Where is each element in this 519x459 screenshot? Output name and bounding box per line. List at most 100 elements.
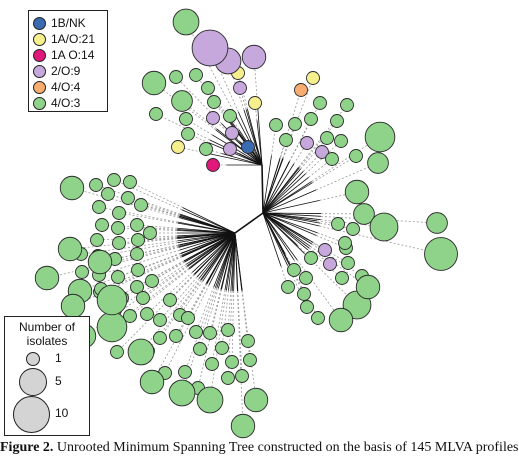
profile-node: [121, 191, 135, 205]
dashed-edge: [233, 121, 240, 130]
dashed-edge: [279, 146, 285, 161]
dashed-edge: [198, 286, 215, 327]
tree-nodes: [34, 8, 458, 439]
dashed-edge: [296, 259, 335, 311]
spoke-edge: [180, 213, 236, 234]
dashed-edge: [254, 68, 259, 108]
profile-node: [279, 133, 293, 147]
dashed-edge: [293, 148, 304, 165]
dashed-edge: [305, 145, 337, 174]
dashed-edge: [216, 64, 239, 113]
dashed-edge: [282, 129, 294, 159]
spoke-edge: [198, 232, 236, 279]
dashed-edge: [231, 290, 235, 356]
profile-node: [189, 68, 203, 82]
spoke-edge: [262, 212, 320, 227]
size-legend-title: Number of isolates: [5, 320, 89, 348]
spoke-edge: [262, 189, 317, 214]
profile-node: [181, 127, 195, 141]
size-circle-10: [13, 396, 50, 433]
profile-node: [221, 371, 235, 385]
profile-node: [168, 379, 196, 407]
profile-node: [320, 131, 334, 145]
dashed-edge: [125, 213, 178, 224]
dashed-edge: [144, 236, 178, 240]
spoke-edge: [206, 232, 236, 284]
spoke-edge: [262, 166, 299, 214]
dashed-edge: [125, 237, 178, 243]
legend-item-4-o4: 4/O:4: [33, 79, 80, 95]
spoke-edge: [262, 212, 291, 265]
profile-node: [130, 218, 144, 232]
spoke-edge: [262, 212, 318, 234]
dashed-edge: [189, 107, 217, 130]
profile-node: [304, 251, 318, 265]
profile-node: [206, 158, 220, 172]
legend-item-2-o9: 2/O:9: [33, 63, 80, 79]
profile-node: [294, 83, 308, 97]
profile-node: [243, 353, 257, 367]
dashed-edge: [317, 232, 340, 242]
spoke-edge: [262, 212, 305, 254]
profile-node: [248, 96, 262, 110]
profile-node: [178, 365, 192, 379]
profile-node: [223, 142, 237, 156]
spoke-edge: [186, 232, 236, 267]
legend-label: 2/O:9: [51, 64, 81, 78]
profile-node: [299, 271, 313, 285]
dashed-edge: [228, 290, 232, 324]
profile-node: [169, 70, 183, 84]
spoke-edge: [262, 212, 313, 245]
spoke-edge: [262, 212, 321, 217]
size-legend-row-1: 1: [5, 351, 89, 366]
profile-node: [306, 71, 320, 85]
profile-node: [233, 81, 247, 95]
profile-node: [136, 291, 150, 305]
dashed-edge: [191, 33, 236, 114]
profile-node: [130, 280, 144, 294]
profile-node: [205, 357, 219, 371]
dashed-edge: [120, 263, 187, 307]
spoke-edge: [205, 152, 263, 166]
profile-node: [328, 307, 354, 333]
profile-node: [111, 221, 125, 235]
profile-node: [325, 152, 339, 166]
dashed-edge: [148, 278, 200, 343]
dashed-edge: [217, 106, 228, 120]
profile-node: [163, 293, 177, 307]
dashed-edge: [83, 190, 180, 218]
profile-node: [111, 270, 125, 284]
profile-node: [424, 237, 458, 271]
profile-node: [269, 118, 283, 132]
dashed-edge: [184, 147, 206, 154]
dashed-edge: [157, 261, 185, 279]
spoke-edge: [262, 158, 284, 214]
spoke-edge: [180, 232, 236, 254]
spoke-edge: [262, 182, 313, 214]
dashed-edge: [289, 124, 309, 162]
dashed-edge: [212, 290, 226, 358]
legend-item-4-o3: 4/O:3: [33, 95, 80, 111]
dashed-edge: [211, 290, 227, 388]
dashed-edge: [123, 267, 190, 319]
profile-node: [199, 142, 213, 156]
dashed-edge: [297, 245, 307, 254]
profile-node: [206, 111, 220, 125]
size-circle-5: [19, 368, 47, 396]
serotype-legend: 1B/NK 1A/O:21 1A O:14 2/O:9 4/O:4 4/O:3: [28, 10, 108, 112]
profile-node: [87, 249, 113, 275]
legend-swatch: [33, 96, 46, 110]
dashed-edge: [121, 273, 195, 348]
caption-text: Unrooted Minimum Spanning Tree construct…: [56, 440, 519, 455]
profile-node: [191, 29, 229, 67]
spoke-edge: [243, 109, 263, 166]
spoke-edge: [177, 232, 236, 243]
spoke-edge: [262, 155, 272, 214]
spoke-edge: [262, 171, 304, 214]
profile-node: [123, 175, 137, 189]
dashed-edge: [308, 247, 326, 261]
spoke-edge: [262, 212, 311, 247]
profile-node: [96, 311, 128, 343]
profile-node: [300, 300, 314, 314]
profile-node: [34, 265, 60, 291]
